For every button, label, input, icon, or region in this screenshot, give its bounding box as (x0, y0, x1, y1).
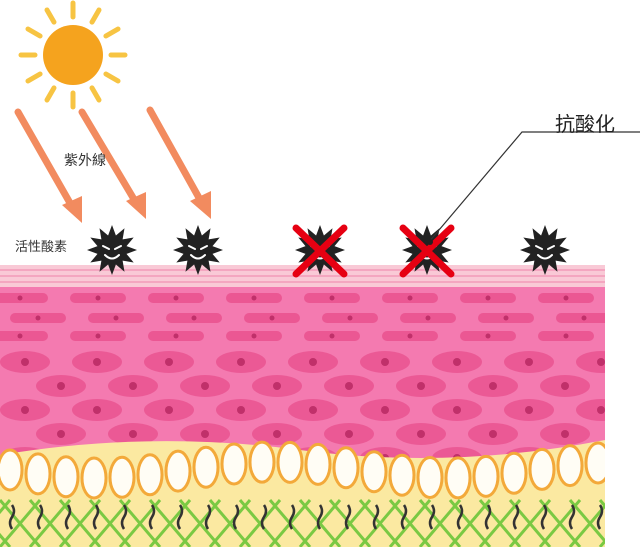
spiky-molecule-icon (87, 225, 137, 275)
sun-icon (18, 0, 128, 110)
arrow-head (190, 191, 211, 219)
cross-x-icon (292, 224, 348, 278)
arrow-down-right-icon (14, 108, 78, 214)
spiky-molecule-icon (520, 225, 570, 275)
arrow-head (126, 192, 146, 219)
ros-label: 活性酸素 (15, 240, 68, 255)
antioxidant-label: 抗酸化 (555, 112, 615, 136)
cross-x-icon (399, 224, 455, 278)
callout-dot (427, 239, 433, 245)
spiky-molecule-icon (173, 225, 223, 275)
uv-arrows (14, 106, 211, 223)
skin-cross-section (0, 265, 605, 547)
arrow-down-right-icon (78, 108, 142, 210)
ros-molecules (87, 224, 570, 278)
arrow-down-right-icon (146, 106, 207, 209)
callout-line (427, 131, 640, 244)
subcutaneous-layer (0, 440, 605, 547)
uv-label: 紫外線 (64, 153, 106, 169)
arrow-head (62, 196, 82, 223)
flat-cells (0, 293, 605, 341)
